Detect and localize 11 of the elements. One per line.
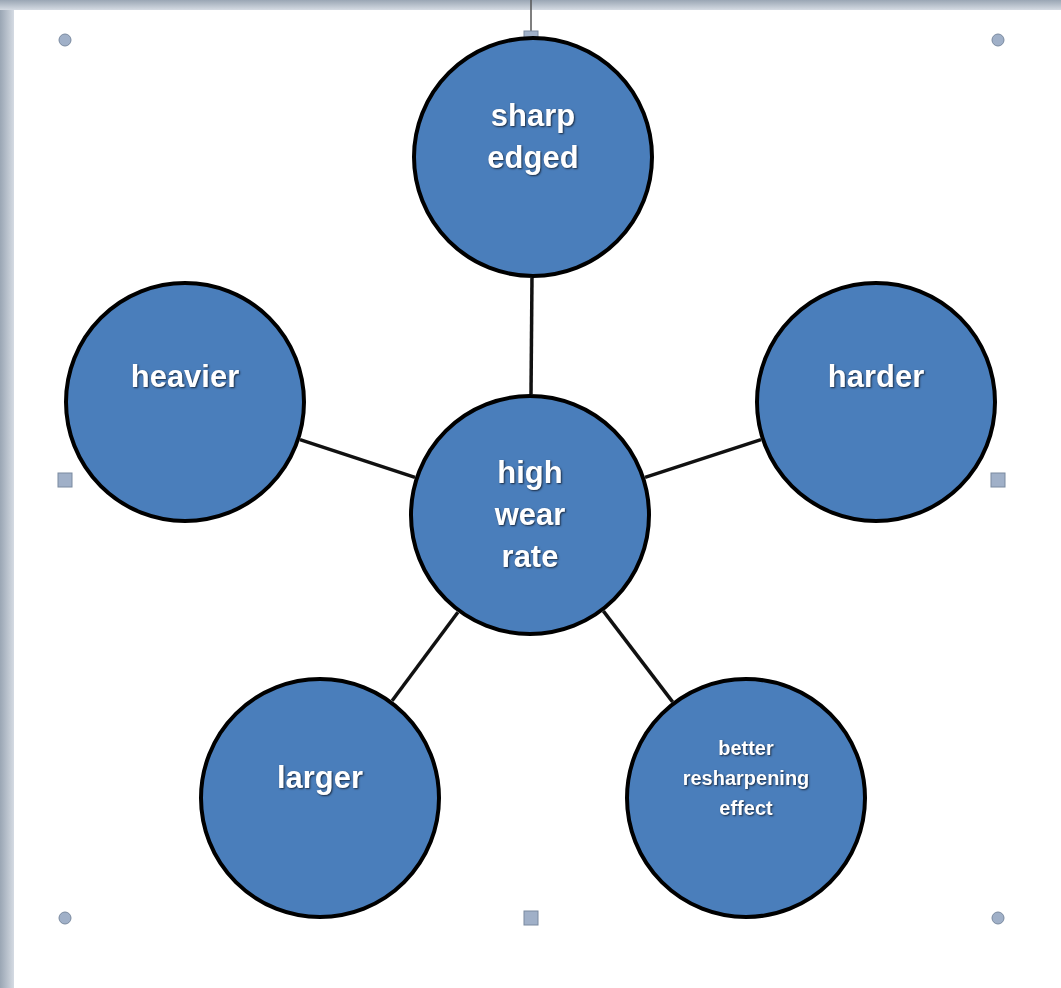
node-label: high wear rate	[493, 454, 567, 576]
connector-line	[644, 437, 762, 480]
node-label: sharp edged	[486, 97, 580, 177]
node-label: harder	[827, 358, 925, 396]
connector-line	[299, 438, 416, 479]
connector-line	[602, 610, 674, 703]
node-label: heavier	[130, 358, 240, 396]
node-label: better resharpening effect	[681, 736, 811, 821]
connector-line	[390, 611, 460, 702]
connector-line	[529, 278, 534, 394]
node-label: larger	[276, 759, 364, 797]
